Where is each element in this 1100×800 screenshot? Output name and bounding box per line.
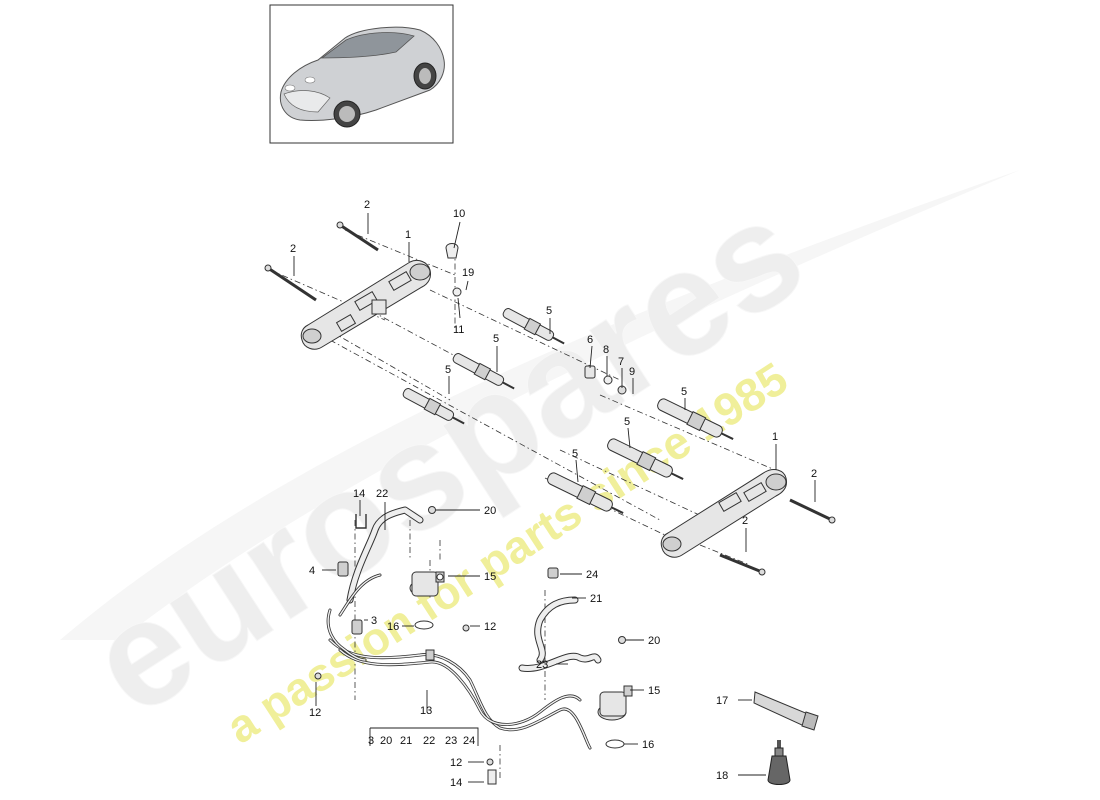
callout-4: 4 [309,565,315,577]
callout-8: 8 [603,344,609,356]
callout-5: 5 [572,448,578,460]
group-13-item-22: 22 [423,735,435,747]
fuel-lines-assembly [314,506,633,785]
callout-24: 24 [586,569,598,581]
callout-12: 12 [450,757,462,769]
callout-19: 19 [462,267,474,279]
group-13-item-20: 20 [380,735,392,747]
callout-1: 1 [405,229,411,241]
grease-tube [753,691,819,731]
callout-21: 21 [590,593,602,605]
callout-16: 16 [642,739,654,751]
callout-2: 2 [742,515,748,527]
callout-2: 2 [811,468,817,480]
callout-14: 14 [450,777,462,789]
callout-14: 14 [353,488,365,500]
callout-labels: 2 2 1 10 19 11 5 5 5 6 8 7 9 5 5 5 1 2 2… [290,199,817,789]
callout-15: 15 [648,685,660,697]
group-13-item-24: 24 [463,735,475,747]
car-image [279,26,445,128]
callout-22: 22 [376,488,388,500]
fuel-rail-right [544,394,836,576]
callout-12: 12 [309,707,321,719]
callout-7: 7 [618,356,624,368]
callout-6: 6 [587,334,593,346]
callout-2: 2 [290,243,296,255]
injectors-left [402,308,627,425]
group-13-item-21: 21 [400,735,412,747]
callout-5: 5 [445,364,451,376]
callout-20: 20 [484,505,496,517]
callout-3: 3 [371,615,377,627]
callout-9: 9 [629,366,635,378]
callout-20: 20 [648,635,660,647]
leader-lines [293,213,816,783]
pressure-sensor-lower [597,685,633,721]
callout-15: 15 [484,571,496,583]
callout-5: 5 [681,386,687,398]
callout-12: 12 [484,621,496,633]
fuel-rail-left [264,221,661,521]
callout-2: 2 [364,199,370,211]
callout-11: 11 [453,324,464,336]
callout-5: 5 [546,305,552,317]
callout-18: 18 [716,770,728,782]
group-13-item-23: 23 [445,735,457,747]
callout-5: 5 [624,416,630,428]
callout-17: 17 [716,695,728,707]
callout-16: 16 [387,621,399,633]
sealant-bottle [767,740,791,785]
group-13-item-3: 3 [368,735,374,747]
callout-23: 23 [536,659,548,671]
callout-5: 5 [493,333,499,345]
callout-1: 1 [772,431,778,443]
callout-10: 10 [453,208,465,220]
pressure-sensor-upper [409,571,445,597]
callout-13: 13 [420,705,432,717]
vehicle-thumbnail [269,4,454,144]
